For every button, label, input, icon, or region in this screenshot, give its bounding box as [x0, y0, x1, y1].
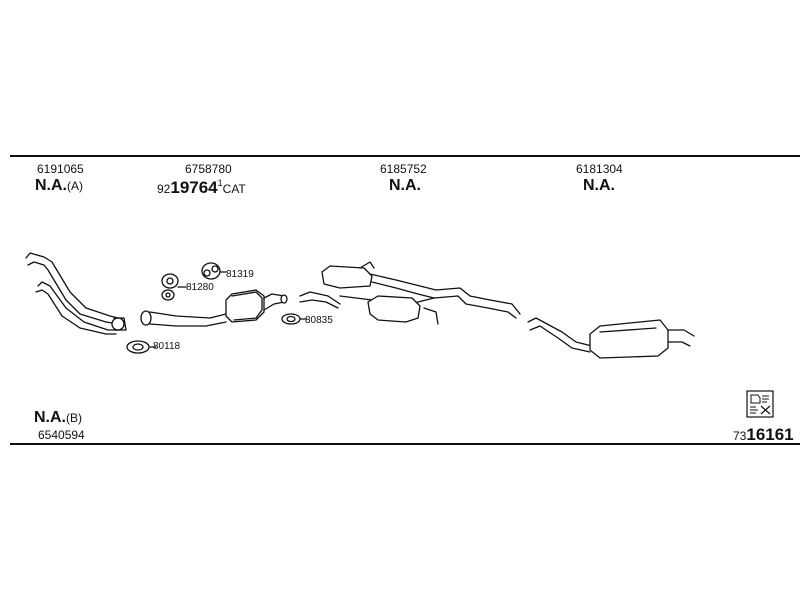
code-6185752: 6185752 — [380, 162, 427, 176]
na-label-b-main: N.A. — [34, 409, 66, 426]
intermediate-silencer-part — [299, 261, 521, 325]
code-6540594: 6540594 — [38, 428, 85, 442]
mount-81319 — [201, 262, 221, 280]
code-6758780: 6758780 — [185, 162, 232, 176]
catalytic-prefix: 92 — [157, 182, 171, 196]
catalytic-number: 19764 — [170, 178, 218, 197]
part-label-80118: 80118 — [153, 341, 181, 352]
catalytic-converter-part — [140, 289, 288, 327]
part-label-80835: 80835 — [305, 315, 333, 326]
part-label-81280: 81280 — [186, 282, 214, 293]
catalytic-marker: 1 — [217, 178, 223, 188]
code-6191065: 6191065 — [37, 162, 84, 176]
gasket-80835 — [281, 313, 301, 325]
na-label-b: N.A.(B) — [34, 410, 82, 426]
gasket-80118 — [126, 340, 150, 354]
reference-number: 7316161 — [733, 426, 794, 443]
code-6181304: 6181304 — [576, 162, 623, 176]
front-pipe-part — [25, 252, 127, 335]
na-label-a: N.A.(A) — [35, 178, 83, 194]
rear-silencer-part — [527, 317, 695, 359]
part-label-81319: 81319 — [226, 269, 254, 280]
na-label-4: N.A. — [583, 177, 615, 194]
reference-main: 16161 — [746, 425, 794, 444]
catalytic-label: 92197641CAT — [157, 178, 246, 197]
na-label-b-suffix: (B) — [66, 411, 82, 425]
na-label-a-main: N.A. — [35, 177, 67, 194]
document-icon — [746, 390, 774, 418]
na-label-3: N.A. — [389, 177, 421, 194]
na-label-a-suffix: (A) — [67, 179, 83, 193]
reference-prefix: 73 — [733, 429, 747, 443]
bottom-rule — [10, 443, 800, 445]
top-rule — [10, 155, 800, 157]
catalytic-suffix: CAT — [222, 182, 246, 196]
mount-81280 — [161, 273, 179, 301]
